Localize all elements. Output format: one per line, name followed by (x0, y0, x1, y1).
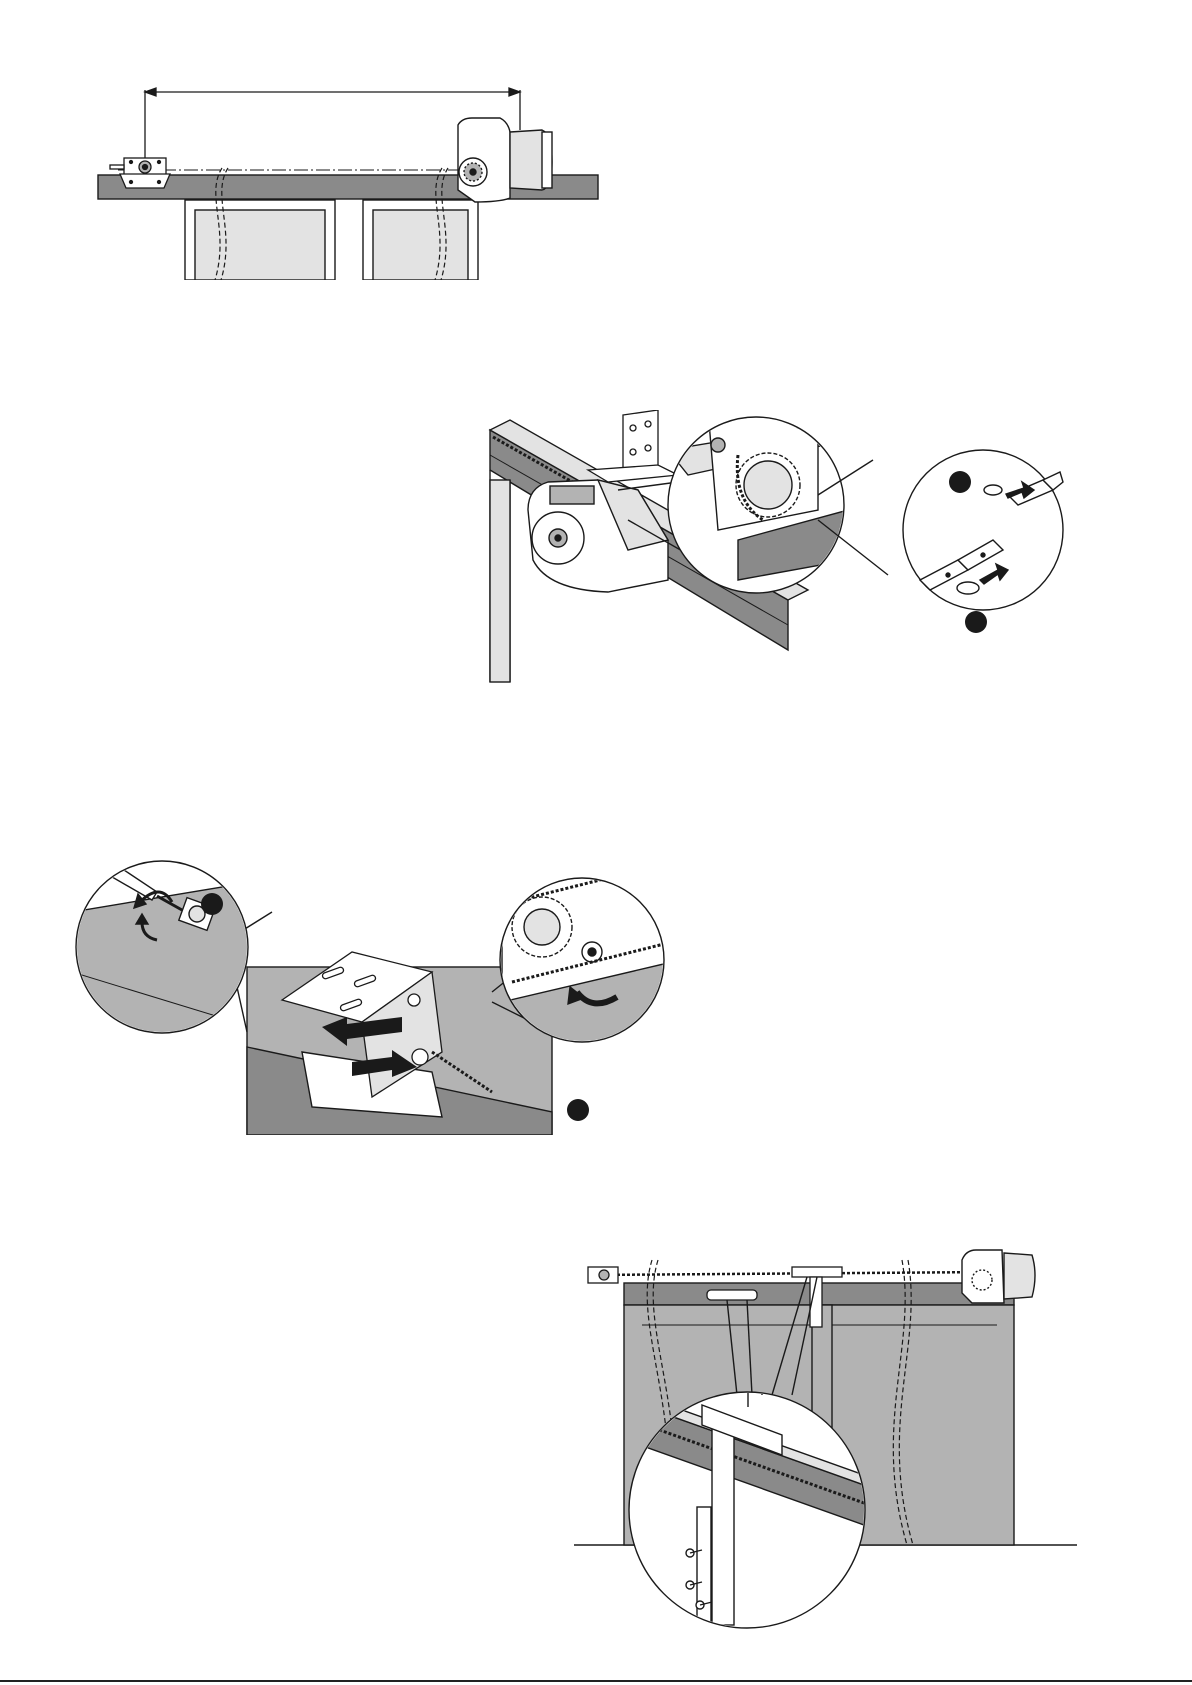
idler-bracket-icon (588, 1267, 618, 1283)
figure-chain-length (90, 70, 610, 280)
magnifier-chain-link (818, 450, 1063, 610)
chain-length-diagram (90, 70, 610, 280)
magnifier-screwdriver (72, 852, 272, 1052)
motor-unit-icon (528, 480, 668, 592)
sprocket-icon (736, 453, 800, 517)
door-frame (490, 470, 510, 682)
figure-chain-attach (572, 1245, 1084, 1630)
chain-joint-diagram (488, 410, 1068, 685)
figure-chain-joint (488, 410, 1068, 685)
gate-panel-icon (185, 200, 478, 280)
page-bottom-rule (0, 1680, 1192, 1682)
chain-attach-diagram (572, 1245, 1084, 1630)
mounting-bracket-icon (588, 410, 678, 482)
motor-unit-icon (962, 1250, 1035, 1303)
figure-chain-tension (72, 852, 672, 1135)
motor-unit-icon (458, 118, 552, 202)
chain-tension-diagram (72, 852, 672, 1135)
